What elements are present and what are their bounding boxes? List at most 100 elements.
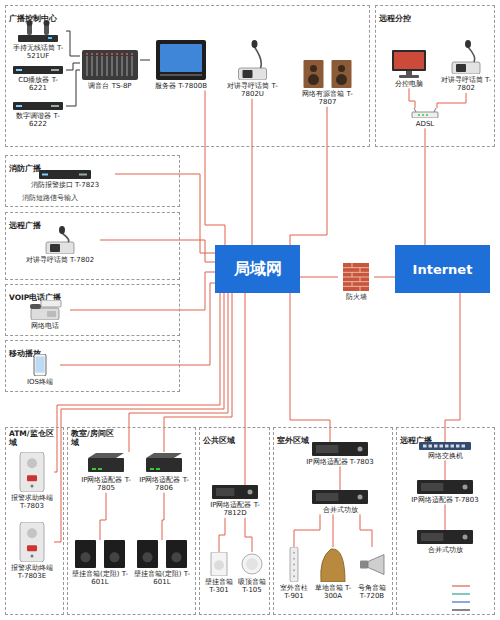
device-icon (338, 263, 374, 291)
device-icon (20, 226, 100, 254)
connector (445, 504, 446, 530)
group-box: 教室/房间区域 IP网络适配器 T-7805 IP网络适配器 T-7806 壁挂音箱(… (67, 427, 196, 615)
device: 网络交换机 (405, 442, 485, 460)
device: 网络电话 (20, 300, 70, 330)
connector (290, 107, 327, 245)
device: 壁挂音箱(定阻) T-601L (70, 540, 130, 587)
connector (374, 277, 395, 278)
group-box: 远程分控分控电脑对讲寻呼话筒 T-7802ADSL (375, 5, 495, 147)
legend-line (452, 585, 470, 586)
device-icon (20, 300, 70, 320)
device: IP网络适配器 T-7803 (300, 442, 380, 466)
connector (219, 518, 225, 552)
device-label: 防火墙 (338, 293, 374, 301)
group-heading: 教室/房间区域 (68, 428, 124, 449)
group-box: 远程广播网络交换机IP网络适配器 T-7803合并式功放 (396, 427, 495, 615)
device: IOS终端 (20, 354, 60, 386)
device-label: 消防报警接口 T-7823 (15, 181, 115, 189)
device: 号角音箱 T-720B (354, 547, 390, 601)
device-label: 报警求助终端 T-7803E (10, 564, 54, 581)
device-icon (383, 50, 435, 78)
group-box: VOIP电话广播网络电话 (5, 284, 180, 336)
device: IP网络适配器 T-7806 (138, 452, 190, 493)
connector (115, 174, 215, 253)
connector (162, 493, 164, 540)
device: 吸顶音箱 T-105 (236, 552, 268, 595)
device-label: 对讲寻呼话筒 T-7802 (440, 76, 492, 93)
device: 壁挂音箱 T-301 (203, 552, 235, 595)
device-icon (295, 60, 360, 88)
device-icon (300, 442, 380, 456)
device: 室外音柱 T-901 (276, 547, 312, 601)
connector (300, 277, 338, 278)
device-icon (10, 66, 66, 74)
device-icon (80, 48, 140, 80)
device: 网络有源音箱 T-7807 (295, 60, 360, 107)
device-icon (138, 452, 190, 474)
connector (340, 466, 341, 490)
device-label: IP网络适配器 T-7805 (80, 476, 132, 493)
connector (205, 90, 225, 245)
device-label: 报警求助终端 T-7803 (10, 494, 54, 511)
device-icon (15, 170, 115, 179)
device-label: IP网络适配器 T-7803 (405, 496, 485, 504)
connector (60, 283, 215, 365)
device-icon (203, 552, 235, 576)
group-box: 广播控制中心手持无线话筒 T-521UFCD播放器 T-6221数字调谐器 T-… (5, 5, 370, 147)
device-label: IOS终端 (20, 378, 60, 386)
device-label: 调音台 TS-8P (80, 82, 140, 90)
connector (445, 293, 460, 442)
device: 对讲寻呼话筒 T-7802 (440, 40, 492, 93)
device-icon (10, 20, 66, 42)
network-label: 局域网 (234, 259, 282, 280)
connector (294, 514, 320, 547)
device: 调音台 TS-8P (80, 48, 140, 90)
group-heading: 远程分控 (376, 13, 414, 26)
device-icon (440, 40, 492, 74)
device: ADSL (405, 108, 445, 128)
device-label: 网络交换机 (405, 452, 485, 460)
group-box: 远程广播对讲寻呼话筒 T-7802 (5, 212, 180, 280)
device: 对讲寻呼话筒 T-7802U (225, 40, 280, 99)
device: IP网络适配器 T-7803 (405, 480, 485, 504)
device: 草地音箱 T-300A (314, 547, 352, 601)
connector (245, 518, 252, 552)
connector (333, 514, 334, 547)
device-label: 合并式功放 (405, 546, 485, 554)
group-heading: 广播控制中心 (6, 13, 60, 26)
connector (252, 99, 253, 245)
group-box: 移动播放IOS终端 (5, 340, 180, 392)
device-icon (236, 552, 268, 576)
device: 防火墙 (338, 263, 374, 301)
device-label: CD播放器 T-6221 (10, 76, 66, 93)
device: 合并式功放 (405, 530, 485, 554)
connector (66, 31, 80, 56)
device-icon (314, 547, 352, 582)
device-icon (70, 540, 130, 568)
device-label: 壁挂音箱(定阻) T-601L (132, 570, 192, 587)
device: 报警求助终端 T-7803E (10, 522, 54, 581)
free-label: 消防短路信号输入 (22, 195, 78, 203)
device-label: IP网络适配器 T-7806 (138, 476, 190, 493)
device: 手持无线话筒 T-521UF (10, 20, 66, 61)
connector (100, 493, 106, 540)
device-icon (10, 522, 54, 562)
connector (140, 60, 150, 61)
device-icon (150, 40, 212, 80)
device-label: 分控电脑 (383, 80, 435, 88)
device-label: 手持无线话筒 T-521UF (10, 44, 66, 61)
device-label: 对讲寻呼话筒 T-7802 (20, 256, 100, 264)
connector (409, 88, 415, 108)
legend-line (452, 593, 470, 594)
network-box: 局域网 (215, 245, 300, 293)
connector (360, 514, 372, 547)
device-icon (20, 354, 60, 376)
device-icon (300, 490, 380, 504)
device-label: ADSL (405, 120, 445, 128)
device-icon (132, 540, 192, 568)
device-label: 室外音柱 T-901 (276, 584, 312, 601)
legend-line (452, 609, 470, 610)
connector (70, 272, 215, 310)
device: IP网络适配器 T-7812D (206, 485, 264, 518)
